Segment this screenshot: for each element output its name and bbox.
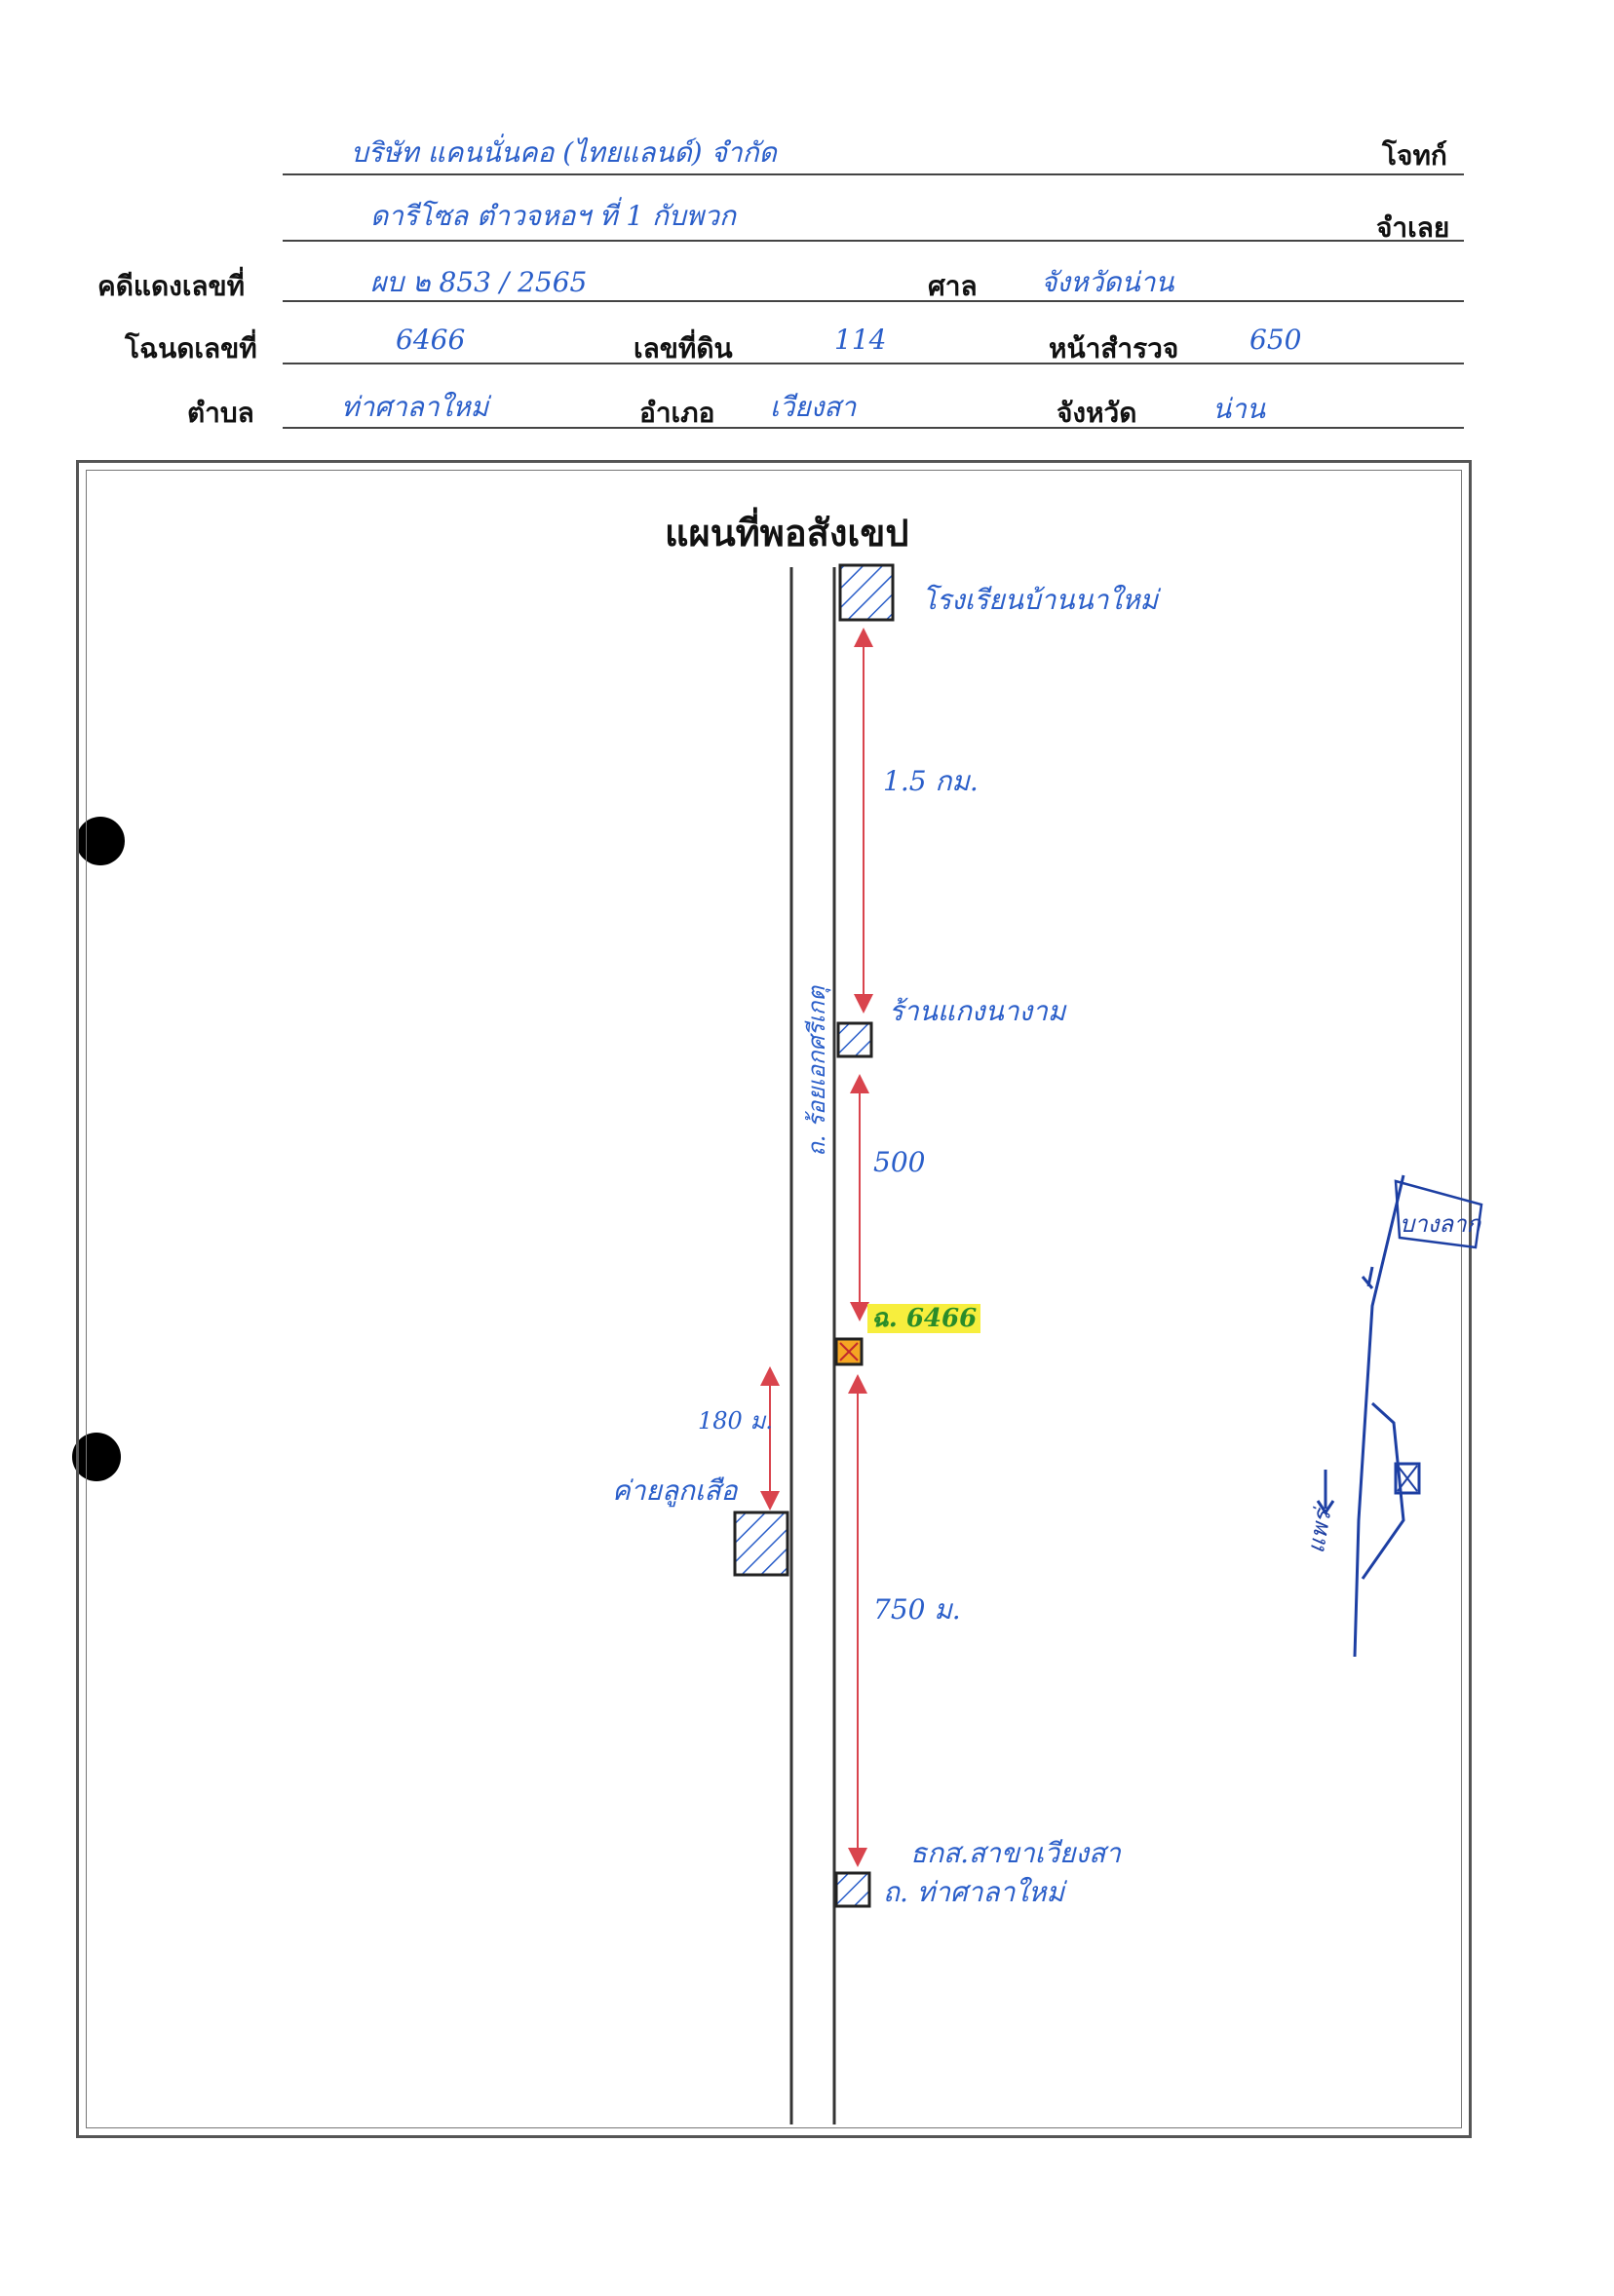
- inset-label-2: แพร่: [1301, 1508, 1337, 1555]
- case-label: คดีแดงเลขที่: [97, 270, 246, 302]
- landmark-bottom-label-1: ธกส.สาขาเวียงสา: [910, 1837, 1121, 1869]
- inset-arrow-top: [1361, 1266, 1374, 1289]
- distance-2-label: 500: [873, 1146, 926, 1178]
- case-rule: [283, 300, 1464, 302]
- punch-hole-lower: [72, 1433, 121, 1481]
- location-rule: [283, 427, 1464, 429]
- plaintiff-rule: [283, 173, 1464, 175]
- distance-left-label: 180 ม.: [698, 1407, 773, 1435]
- plot-label-text: ฉ. 6466: [867, 1304, 981, 1333]
- inset-plot-cross-b: [1397, 1465, 1418, 1492]
- map-frame: [76, 460, 1472, 2138]
- deed-label: โฉนดเลขที่: [125, 332, 257, 364]
- subdistrict-value: ท่าศาลาใหม่: [341, 391, 489, 423]
- district-label: อำเภอ: [639, 397, 715, 429]
- plaintiff-value: บริษัท แคนนั่นคอ (ไทยแลนด์) จำกัด: [351, 136, 777, 169]
- landmark-left-label: ค่ายลูกเสือ: [612, 1474, 738, 1507]
- landmark-square-left: [733, 1511, 789, 1577]
- defendant-rule: [283, 240, 1464, 242]
- plot-label: ฉ. 6466: [867, 1298, 981, 1338]
- distance-3-label: 750 ม.: [873, 1593, 961, 1626]
- defendant-value: ดารีโซล ตำวจหอฯ ที่ 1 กับพวก: [370, 200, 736, 232]
- landmark-square-top: [838, 563, 895, 622]
- land-no-value: 114: [834, 324, 887, 356]
- distance-1-label: 1.5 กม.: [883, 765, 979, 797]
- punch-hole-upper: [76, 817, 125, 865]
- landmark-top-label: โรงเรียนบ้านนาใหม่: [922, 584, 1158, 616]
- court-label: ศาล: [928, 270, 978, 302]
- inset-arrow-bottom: [1316, 1470, 1335, 1515]
- landmark-square-bottom: [834, 1871, 871, 1908]
- deed-value: 6466: [396, 324, 466, 356]
- inset-plot: [1394, 1462, 1421, 1495]
- inset-branch: [1361, 1401, 1405, 1580]
- map-title: แผนที่พอสังเขป: [665, 512, 909, 555]
- inset-label-1: บางลาก: [1400, 1210, 1481, 1238]
- defendant-label: จำเลย: [1376, 211, 1450, 244]
- map-frame-inner: [86, 470, 1462, 2128]
- survey-label: หน้าสำรวจ: [1049, 332, 1179, 364]
- province-value: น่าน: [1212, 393, 1266, 425]
- plaintiff-label: โจทก์: [1382, 139, 1447, 172]
- inset-label-box: [1394, 1179, 1483, 1249]
- inset-road: [1353, 1174, 1405, 1658]
- landmark-square-mid: [836, 1021, 873, 1058]
- subdistrict-label: ตำบล: [187, 397, 254, 429]
- survey-value: 650: [1249, 324, 1302, 356]
- province-label: จังหวัด: [1057, 397, 1137, 429]
- land-no-label: เลขที่ดิน: [634, 332, 733, 364]
- deed-rule: [283, 363, 1464, 364]
- court-value: จังหวัดน่าน: [1041, 266, 1174, 298]
- plot-square-cross-b: [839, 1342, 859, 1361]
- landmark-mid-label: ร้านแกงนางาม: [889, 995, 1066, 1027]
- district-value: เวียงสา: [770, 391, 857, 423]
- case-value: ผบ ๒ 853 / 2565: [370, 266, 588, 298]
- road-label: ถ. ร้อยเอกศรีเกตุ: [803, 986, 830, 1157]
- landmark-bottom-label-2: ถ. ท่าศาลาใหม่: [883, 1876, 1064, 1908]
